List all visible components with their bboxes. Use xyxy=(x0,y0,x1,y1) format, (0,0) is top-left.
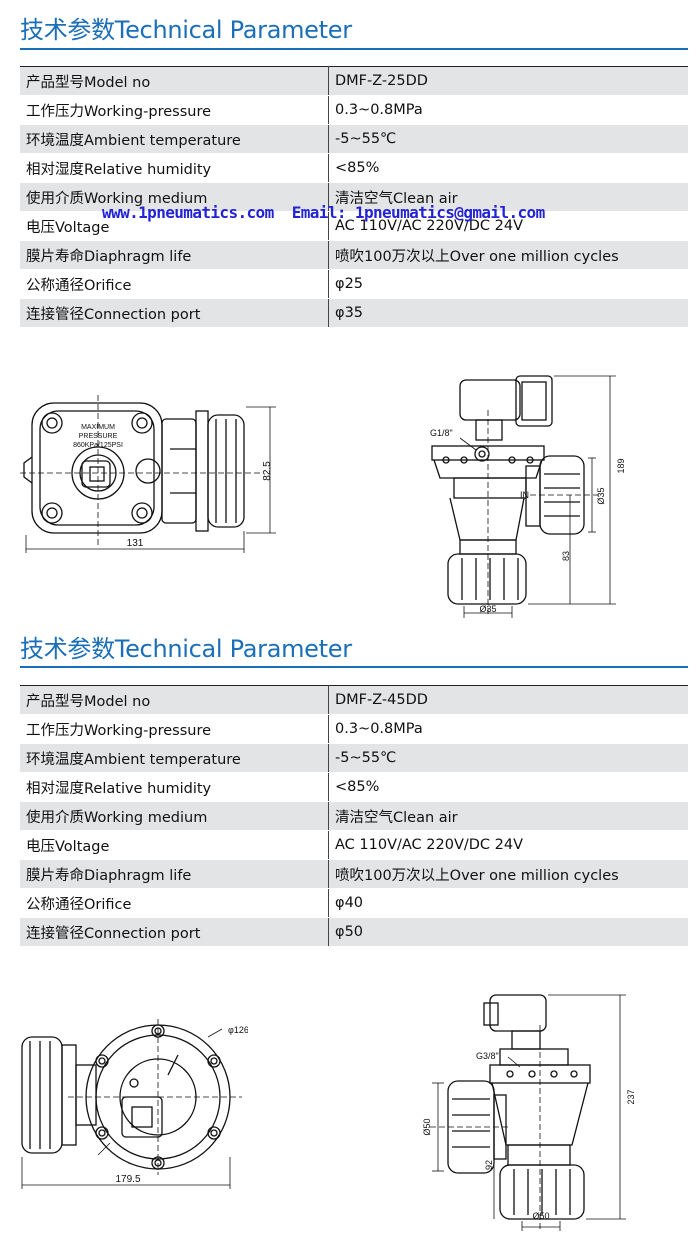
table-row: 环境温度Ambient temperature-5~55℃ xyxy=(20,743,688,773)
row-value: DMF-Z-45DD xyxy=(328,685,688,715)
total-height-label: 237 xyxy=(626,1089,636,1104)
row-label: 膜片寿命Diaphragm life xyxy=(20,859,329,889)
flange-diameter-label: φ126 xyxy=(228,1025,248,1035)
row-label: 环境温度Ambient temperature xyxy=(20,124,329,154)
row-label: 产品型号Model no xyxy=(20,685,329,715)
row-label: 电压Voltage xyxy=(20,830,329,860)
row-value: AC 110V/AC 220V/DC 24V xyxy=(328,211,688,241)
row-value: -5~55℃ xyxy=(328,124,688,154)
row-label: 膜片寿命Diaphragm life xyxy=(20,240,329,270)
bottom-port-diameter-label: Ø35 xyxy=(479,604,496,614)
row-value: 喷吹100万次以上Over one million cycles xyxy=(328,859,688,889)
valve-side-view-drawing-2: G3/8" Ø50 Ø50 237 92 xyxy=(422,994,636,1231)
lower-height-label: 83 xyxy=(561,551,571,561)
row-label: 工作压力Working-pressure xyxy=(20,714,329,744)
section-2-title: 技术参数Technical Parameter xyxy=(20,635,352,663)
row-value: φ35 xyxy=(328,298,688,328)
row-value: 0.3~0.8MPa xyxy=(328,714,688,744)
row-label: 环境温度Ambient temperature xyxy=(20,743,329,773)
valve-side-view-drawing-1: G1/8" IN Ø35 Ø35 189 83 xyxy=(430,375,626,618)
row-value: φ25 xyxy=(328,269,688,299)
row-value: AC 110V/AC 220V/DC 24V xyxy=(328,830,688,860)
valve-top-view-drawing-1: MAXIMUM PRESSURE 860KPa/125PSI 131 82.5 xyxy=(20,395,276,553)
pressure-label-line-3: 860KPa/125PSI xyxy=(73,442,123,449)
height-dimension-label: 82.5 xyxy=(262,461,273,481)
row-value: -5~55℃ xyxy=(328,743,688,773)
bottom-port-diameter-label: Ø50 xyxy=(532,1211,549,1221)
row-value: φ40 xyxy=(328,888,688,918)
watermark-text: www.1pneumatics.com Email: 1pneumatics@g… xyxy=(102,203,545,222)
row-value: 喷吹100万次以上Over one million cycles xyxy=(328,240,688,270)
row-value: <85% xyxy=(328,153,688,183)
solenoid-coil-outline xyxy=(459,379,521,421)
row-label: 电压Voltage xyxy=(20,211,329,241)
total-height-label: 189 xyxy=(616,458,626,473)
port-diameter-label: Ø35 xyxy=(596,487,606,504)
row-label: 连接管径Connection port xyxy=(20,298,329,328)
row-value: 清洁空气Clean air xyxy=(328,182,688,212)
valve-top-view-drawing-2: φ126 179.5 xyxy=(21,1019,248,1189)
row-value: DMF-Z-25DD xyxy=(328,66,688,96)
row-label: 相对湿度Relative humidity xyxy=(20,772,329,802)
row-label: 使用介质Working medium xyxy=(20,182,329,212)
width-dimension-label: 179.5 xyxy=(115,1174,140,1185)
table-row: 相对湿度Relative humidity<85% xyxy=(20,153,688,183)
row-value: 清洁空气Clean air xyxy=(328,801,688,831)
section-1-title-rule xyxy=(20,48,688,50)
row-label: 公称通径Orifice xyxy=(20,888,329,918)
row-label: 相对湿度Relative humidity xyxy=(20,153,329,183)
row-label: 产品型号Model no xyxy=(20,66,329,96)
width-dimension-label: 131 xyxy=(127,538,144,549)
row-label: 公称通径Orifice xyxy=(20,269,329,299)
thread-size-label: G1/8" xyxy=(430,428,453,438)
lower-height-label: 92 xyxy=(484,1160,494,1170)
pressure-label-line-1: MAXIMUM xyxy=(81,424,115,431)
row-label: 连接管径Connection port xyxy=(20,917,329,947)
thread-size-label: G3/8" xyxy=(476,1051,499,1061)
valve-body-outline xyxy=(31,402,163,534)
outlet-nut-outline xyxy=(21,1036,63,1154)
row-value: 0.3~0.8MPa xyxy=(328,95,688,125)
row-label: 工作压力Working-pressure xyxy=(20,95,329,125)
table-row: 相对湿度Relative humidity<85% xyxy=(20,772,688,802)
section-2-title-rule xyxy=(20,666,688,668)
port-diameter-label: Ø50 xyxy=(422,1118,432,1135)
inlet-label: IN xyxy=(520,490,529,500)
table-row: 环境温度Ambient temperature-5~55℃ xyxy=(20,124,688,154)
pressure-label-line-2: PRESSURE xyxy=(79,433,118,440)
row-value: <85% xyxy=(328,772,688,802)
row-value: φ50 xyxy=(328,917,688,947)
section-1-title: 技术参数Technical Parameter xyxy=(20,16,352,44)
row-label: 使用介质Working medium xyxy=(20,801,329,831)
